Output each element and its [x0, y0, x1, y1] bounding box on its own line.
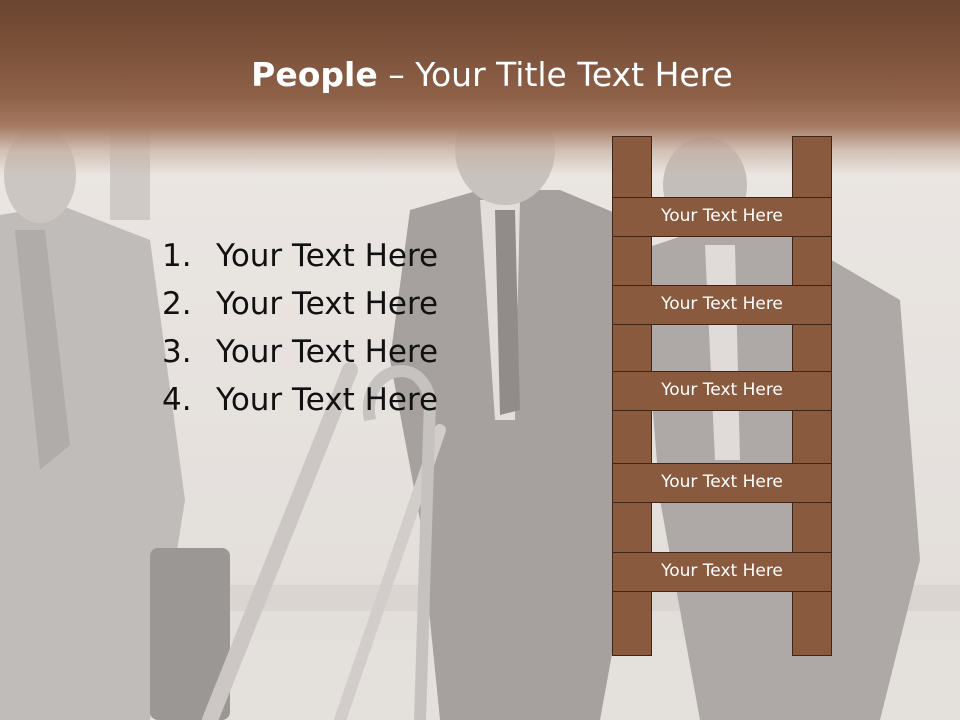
list-item: 4. Your Text Here: [162, 376, 438, 424]
list-number: 1.: [162, 238, 192, 274]
ladder-rung-4: Your Text Here: [612, 463, 832, 503]
ladder-rung-3: Your Text Here: [612, 371, 832, 411]
numbered-list: 1. Your Text Here 2. Your Text Here 3. Y…: [162, 232, 438, 424]
slide-title: People – Your Title Text Here: [0, 52, 960, 98]
list-number: 3.: [162, 334, 192, 370]
list-text: Your Text Here: [216, 238, 439, 274]
title-bold: People: [251, 55, 378, 94]
title-rest: – Your Title Text Here: [377, 55, 733, 94]
ladder-rung-5: Your Text Here: [612, 552, 832, 592]
list-text: Your Text Here: [216, 334, 439, 370]
list-number: 4.: [162, 382, 192, 418]
list-text: Your Text Here: [216, 382, 439, 418]
list-item: 2. Your Text Here: [162, 280, 438, 328]
list-item: 3. Your Text Here: [162, 328, 438, 376]
list-number: 2.: [162, 286, 192, 322]
list-text: Your Text Here: [216, 286, 439, 322]
ladder-rung-1: Your Text Here: [612, 197, 832, 237]
ladder-rung-2: Your Text Here: [612, 285, 832, 325]
list-item: 1. Your Text Here: [162, 232, 438, 280]
